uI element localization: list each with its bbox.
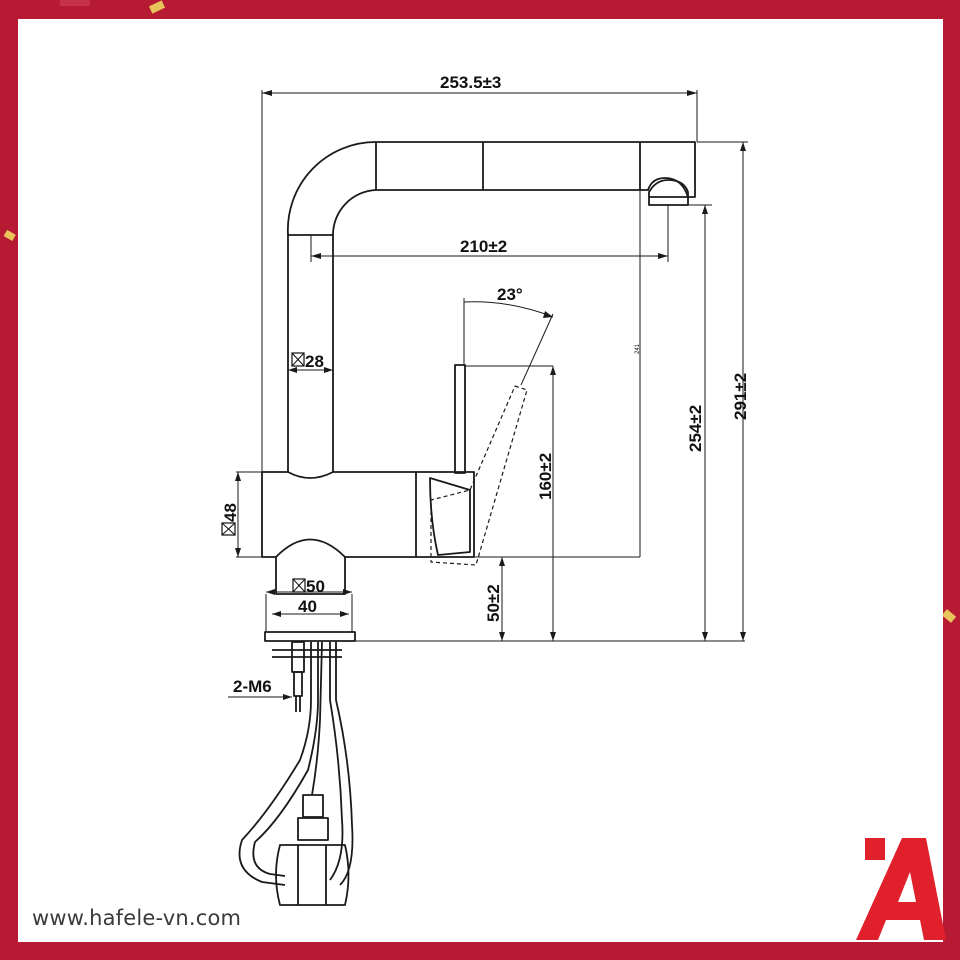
spout-outline bbox=[286, 141, 696, 472]
handle-lever bbox=[454, 364, 466, 474]
overall-reach-label: 253.5±3 bbox=[440, 73, 501, 92]
square-with-x-icon bbox=[221, 522, 236, 536]
handle-height-label: 160±2 bbox=[536, 453, 555, 500]
spout-square-dim: 28 bbox=[291, 352, 324, 371]
inner-height-label: 241 bbox=[635, 343, 641, 354]
hose-left bbox=[238, 642, 312, 886]
hose-middle bbox=[311, 641, 323, 796]
base-square-dim: 50 bbox=[292, 577, 325, 596]
svg-text:48: 48 bbox=[221, 503, 240, 522]
website-url: www.hafele-vn.com bbox=[32, 906, 242, 930]
stem-outline bbox=[275, 557, 346, 595]
base-plate bbox=[264, 631, 356, 642]
body-square-dim: 48 bbox=[221, 503, 240, 536]
hafele-logo-icon bbox=[856, 838, 946, 940]
hose-weight bbox=[275, 844, 350, 906]
hose-left-inner bbox=[252, 642, 319, 877]
spout-reach-label: 210±2 bbox=[460, 237, 507, 256]
square-with-x-icon bbox=[291, 352, 305, 367]
body-outline bbox=[261, 471, 417, 558]
base-mount-label: 40 bbox=[298, 597, 317, 616]
handle-joint-outline bbox=[416, 471, 475, 558]
aerator-height-label: 254±2 bbox=[686, 405, 705, 452]
drawing-sheet bbox=[18, 19, 943, 942]
base-height-label: 50±2 bbox=[484, 584, 503, 622]
aerator-outline bbox=[648, 179, 689, 206]
fixing-bolts-label: 2-M6 bbox=[233, 677, 272, 696]
svg-text:50: 50 bbox=[306, 577, 325, 596]
hose-right bbox=[329, 642, 344, 881]
handle-angle-label: 23° bbox=[497, 285, 523, 304]
overall-height-label: 291±2 bbox=[731, 373, 750, 420]
square-with-x-icon bbox=[292, 578, 306, 593]
svg-text:28: 28 bbox=[305, 352, 324, 371]
